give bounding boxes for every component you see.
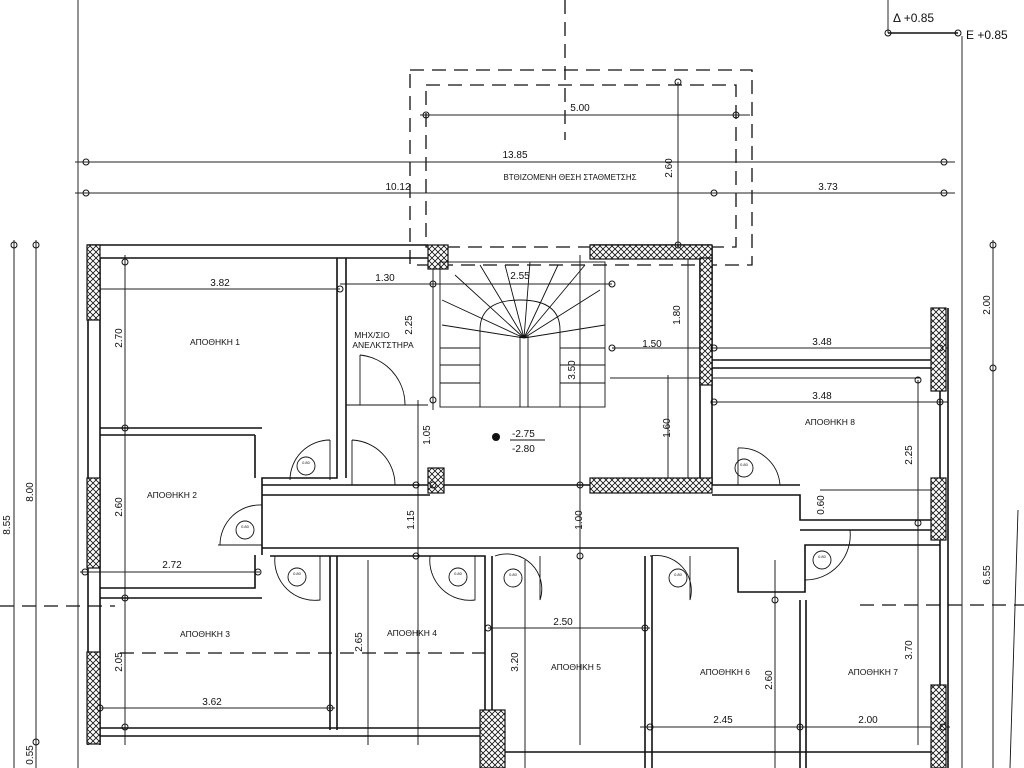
elevation-marker: -2.75 -2.80 [492,429,545,455]
dimension-label: 1.60 [662,418,673,438]
dimension-lines [13,82,994,768]
dimension-label: 0.80 [818,554,827,559]
machine-room-label: ΑΝΕΛΚΤΣΤΗΡΑ [352,340,414,350]
machine-room-label: ΜΗΧ/ΣΙΟ [354,330,390,340]
dimension-label: 0.80 [454,571,463,576]
door-tag: 0.80 [448,567,468,587]
door-tag: 0.80 [503,568,523,588]
door-tag: 0.80 [287,567,307,587]
dimension-label: 2.60 [764,670,775,690]
dimension-label: 2.60 [114,497,125,517]
room-dimensions: 3.82 2.70 1.30 2.25 2.55 3.50 1.80 1.50 … [114,271,915,726]
parking-label: ΒΤΘΙΖΟΜΕΝΗ ΘΕΣΗ ΣΤΑΘΜΕΤΣΗΣ [503,173,636,182]
dimension-label: 2.72 [162,560,182,571]
dimension-label: 3.70 [904,640,915,660]
staircase [439,261,606,408]
dimension-label: 1.15 [406,510,417,530]
dimension-label: 3.48 [812,391,832,402]
parking-depth: 2.60 [664,158,675,178]
dimension-label: 2.05 [114,652,125,672]
level-delta: Δ +0.85 [893,11,934,25]
door-tag: 0.80 [235,520,255,540]
door-tag: 0.80 [296,456,316,476]
dim-left: 10.12 [385,182,410,193]
dimension-label: 0.80 [674,572,683,577]
parking-width: 5.00 [570,103,590,114]
dimension-label: 0.80 [302,460,311,465]
dimension-label: 3.62 [202,697,222,708]
door-tag: 0.80 [812,550,832,570]
door-tag: 0.80 [668,568,688,588]
columns [86,244,947,768]
room-label: ΑΠΟΘΗΚΗ 6 [700,667,750,677]
dimension-label: 3.48 [812,337,832,348]
dimension-ticks [10,78,997,746]
dimension-label: 2.50 [553,617,573,628]
room-label: ΑΠΟΘΗΚΗ 1 [190,337,240,347]
dimension-label: 2.45 [713,715,733,726]
door-tags: 0.80 0.80 0.80 0.80 0.80 0.80 0.80 0.80 [235,456,832,588]
dimension-label: 1.80 [672,305,683,325]
dimension-label: 2.65 [354,632,365,652]
dimension-label: 1.00 [574,510,585,530]
dimension-label: 0.80 [509,572,518,577]
room-label: ΑΠΟΘΗΚΗ 8 [805,417,855,427]
elevation-upper: -2.75 [512,429,535,440]
level-epsilon: E +0.85 [966,28,1008,42]
dim-right-top: 2.00 [982,295,993,315]
dimension-label: 2.55 [510,271,530,282]
dimension-label: 0.80 [740,462,749,467]
dimension-label: 3.50 [567,360,578,380]
dimension-label: 0.80 [241,524,250,529]
dimension-label: 1.30 [375,273,395,284]
room-label: ΑΠΟΘΗΚΗ 2 [147,490,197,500]
dimension-label: 2.25 [404,315,415,335]
dimension-label: 1.05 [422,425,433,445]
dim-total: 13.85 [502,150,527,161]
dim-right-main: 6.55 [982,565,993,585]
dimension-label: 3.20 [510,652,521,672]
dimension-label: 2.00 [858,715,878,726]
dim-right: 3.73 [818,182,838,193]
room-label: ΑΠΟΘΗΚΗ 7 [848,667,898,677]
elevation-lower: -2.80 [512,444,535,455]
dimension-label: 2.70 [114,328,125,348]
dim-height-left: 8.55 [2,515,13,535]
dimension-label: 1.50 [642,339,662,350]
dimension-label: 2.25 [904,445,915,465]
room-label: ΑΠΟΘΗΚΗ 4 [387,628,437,638]
dimension-label: 3.82 [210,278,230,289]
dim-bottom-left: 0.55 [25,745,36,765]
dim-height-inner: 8.00 [25,482,36,502]
room-label: ΑΠΟΘΗΚΗ 5 [551,662,601,672]
room-label: ΑΠΟΘΗΚΗ 3 [180,629,230,639]
parking-outline [409,69,753,266]
doors [218,354,851,601]
dimension-label: 0.60 [816,495,827,515]
door-tag: 0.80 [734,458,754,478]
dimension-label: 0.80 [293,571,302,576]
